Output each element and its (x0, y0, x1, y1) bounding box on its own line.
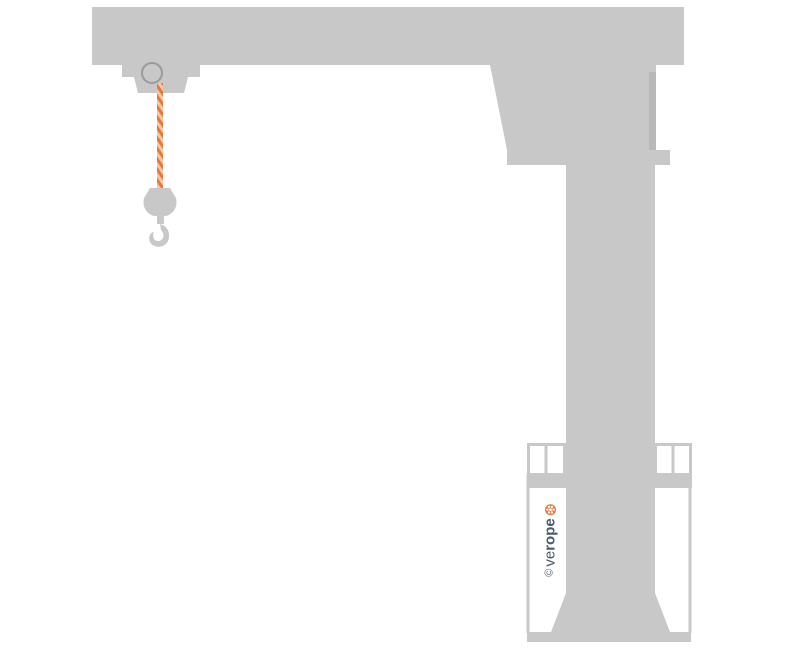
brand-watermark-text: © ve rope (541, 503, 559, 577)
brand-name-part2: rope (541, 518, 559, 551)
left-frame-rail (527, 474, 566, 488)
copyright-symbol: © (543, 568, 556, 577)
jib-bracket (490, 65, 556, 165)
bracket-cap-left (556, 65, 564, 150)
jib-boom (92, 7, 684, 65)
right-frame-rail (655, 474, 692, 488)
right-support-frame (654, 443, 692, 633)
column-head-right (649, 72, 656, 150)
sheave-icon (141, 62, 163, 84)
rope-strand-icon (544, 503, 556, 515)
crane-hook-icon (143, 188, 177, 247)
column-base (551, 593, 670, 632)
column (566, 165, 655, 593)
brand-watermark: © ve rope (540, 494, 560, 586)
base-plate (527, 632, 691, 642)
brand-name-part1: ve (541, 550, 559, 567)
column-head (564, 65, 656, 165)
wire-rope (157, 83, 163, 189)
